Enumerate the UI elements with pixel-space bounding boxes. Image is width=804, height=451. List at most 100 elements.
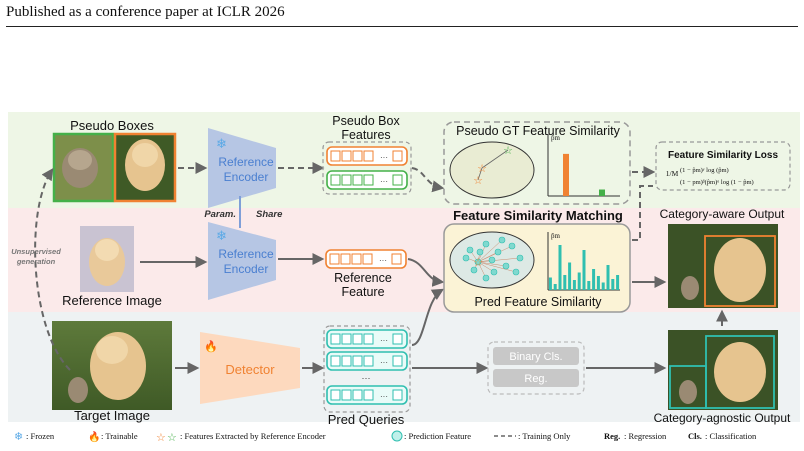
token-ellipsis: ···: [380, 336, 388, 345]
arrow-queries-to-sim: [411, 288, 445, 346]
green-star-icon: ☆: [167, 432, 177, 444]
feature-token: [330, 355, 341, 367]
pred-queries-label: Pred Queries: [328, 412, 405, 427]
feature-token: [330, 333, 341, 345]
chart-bar: [611, 279, 615, 290]
token-ellipsis: ···: [379, 256, 387, 265]
prediction-feature-dot: [490, 268, 498, 276]
feature-token: [330, 389, 341, 401]
binary-cls-box: [493, 347, 579, 365]
category-agnostic-output-image: [668, 330, 778, 410]
arrow-pseudo-features-to-gt: [411, 167, 445, 193]
pseudo-features-group: [322, 141, 412, 195]
chart-bar: [592, 269, 596, 290]
prediction-feature-dot: [508, 242, 516, 250]
feature-token: [341, 174, 352, 186]
prediction-feature-dot: [482, 274, 490, 282]
prediction-feature-dot: [466, 246, 474, 254]
feature-token: [363, 174, 374, 186]
gt-feature-space: ☆ ☆ ☆: [449, 141, 535, 199]
reference-star-icon: ☆: [473, 257, 483, 269]
feature-token: [352, 150, 363, 162]
feature-token: [392, 333, 403, 345]
pseudo-gt-similarity-box: [443, 121, 631, 205]
svg-text:☆: ☆: [503, 145, 513, 157]
chart-bar: [582, 250, 586, 290]
target-image-label: Target Image: [74, 408, 150, 423]
page-header: Published as a conference paper at ICLR …: [6, 4, 285, 20]
category-aware-label: Category-aware Output: [660, 207, 785, 221]
feature-token: [341, 355, 352, 367]
detector-label: Detector: [225, 362, 275, 377]
prediction-feature-dot: [462, 254, 470, 262]
feature-token: [363, 355, 374, 367]
pred-similarity-label: Pred Feature Similarity: [474, 295, 602, 309]
arrow-ref-feature-to-sim: [407, 258, 445, 287]
token-ellipsis: ···: [380, 358, 388, 367]
frozen-icon: ❄: [14, 431, 23, 443]
svg-text:❄: ❄: [216, 228, 227, 243]
feature-token: [341, 389, 352, 401]
pred-feature-space: ☆: [449, 231, 535, 289]
feature-token: [362, 253, 373, 265]
trainable-icon: 🔥: [88, 430, 100, 443]
feature-token: [341, 150, 352, 162]
token-ellipsis: ···: [380, 392, 388, 401]
prediction-feature-dot: [470, 266, 478, 274]
header-rule: [6, 26, 798, 27]
feature-token: [352, 389, 363, 401]
token-ellipsis: ···: [380, 177, 388, 186]
chart-bar: [596, 276, 600, 290]
loss-box: [655, 141, 791, 191]
feature-token: [392, 150, 403, 162]
prediction-feature-dot: [476, 248, 484, 256]
chart-bar: [606, 265, 610, 290]
pred-rows-ellipsis: ···: [362, 373, 371, 383]
loss-title: Feature Similarity Loss: [668, 150, 778, 161]
feature-token: [363, 333, 374, 345]
feature-token: [392, 355, 403, 367]
orange-star-icon: ☆: [156, 432, 166, 444]
pred-query-rows: ··· ··· ··· ···: [326, 329, 408, 405]
encoder-top-line2: Encoder: [224, 170, 269, 184]
legend-reg-bold: Reg.: [604, 431, 620, 441]
reference-image: [80, 226, 134, 292]
feature-token: [341, 333, 352, 345]
param-label: Param.: [204, 209, 236, 220]
feature-token: [329, 253, 340, 265]
binary-cls-label: Binary Cls.: [509, 351, 562, 363]
feature-token: [352, 355, 363, 367]
chart-bar: [599, 189, 605, 196]
feature-token: [330, 174, 341, 186]
pseudo-token-row-green: ···: [326, 170, 408, 190]
loss-line2: (1 − pm)ᵝ(p̂m)ᵅ log (1 − p̂m): [680, 179, 754, 186]
pseudo-box-kitten-image: [52, 132, 115, 203]
head-group: [487, 341, 585, 395]
svg-text:☆: ☆: [473, 175, 483, 187]
chart-bar: [572, 280, 576, 290]
prediction-feature-dot: [482, 240, 490, 248]
prediction-feature-dot: [494, 248, 502, 256]
feature-token: [363, 389, 374, 401]
chart-bar: [616, 275, 620, 290]
chart-bar: [587, 281, 591, 290]
chart-bar: [548, 277, 552, 290]
loss-line1: (1 − p̂m)ᵞ log (p̂m): [680, 167, 729, 174]
legend-trainable: : Trainable: [101, 431, 138, 441]
svg-text:☆: ☆: [477, 163, 487, 175]
chart-y-label: p̂m: [551, 134, 561, 142]
legend-features-extracted: : Features Extracted by Reference Encode…: [180, 431, 326, 441]
prediction-feature-dot: [512, 268, 520, 276]
prediction-feature-dot: [498, 236, 506, 244]
feature-token: [392, 389, 403, 401]
dashed-curve-arrow: [34, 168, 71, 371]
chart-bar: [553, 284, 557, 290]
prediction-feature-dot: [516, 254, 524, 262]
token-ellipsis: ···: [380, 153, 388, 162]
feature-token: [391, 253, 402, 265]
